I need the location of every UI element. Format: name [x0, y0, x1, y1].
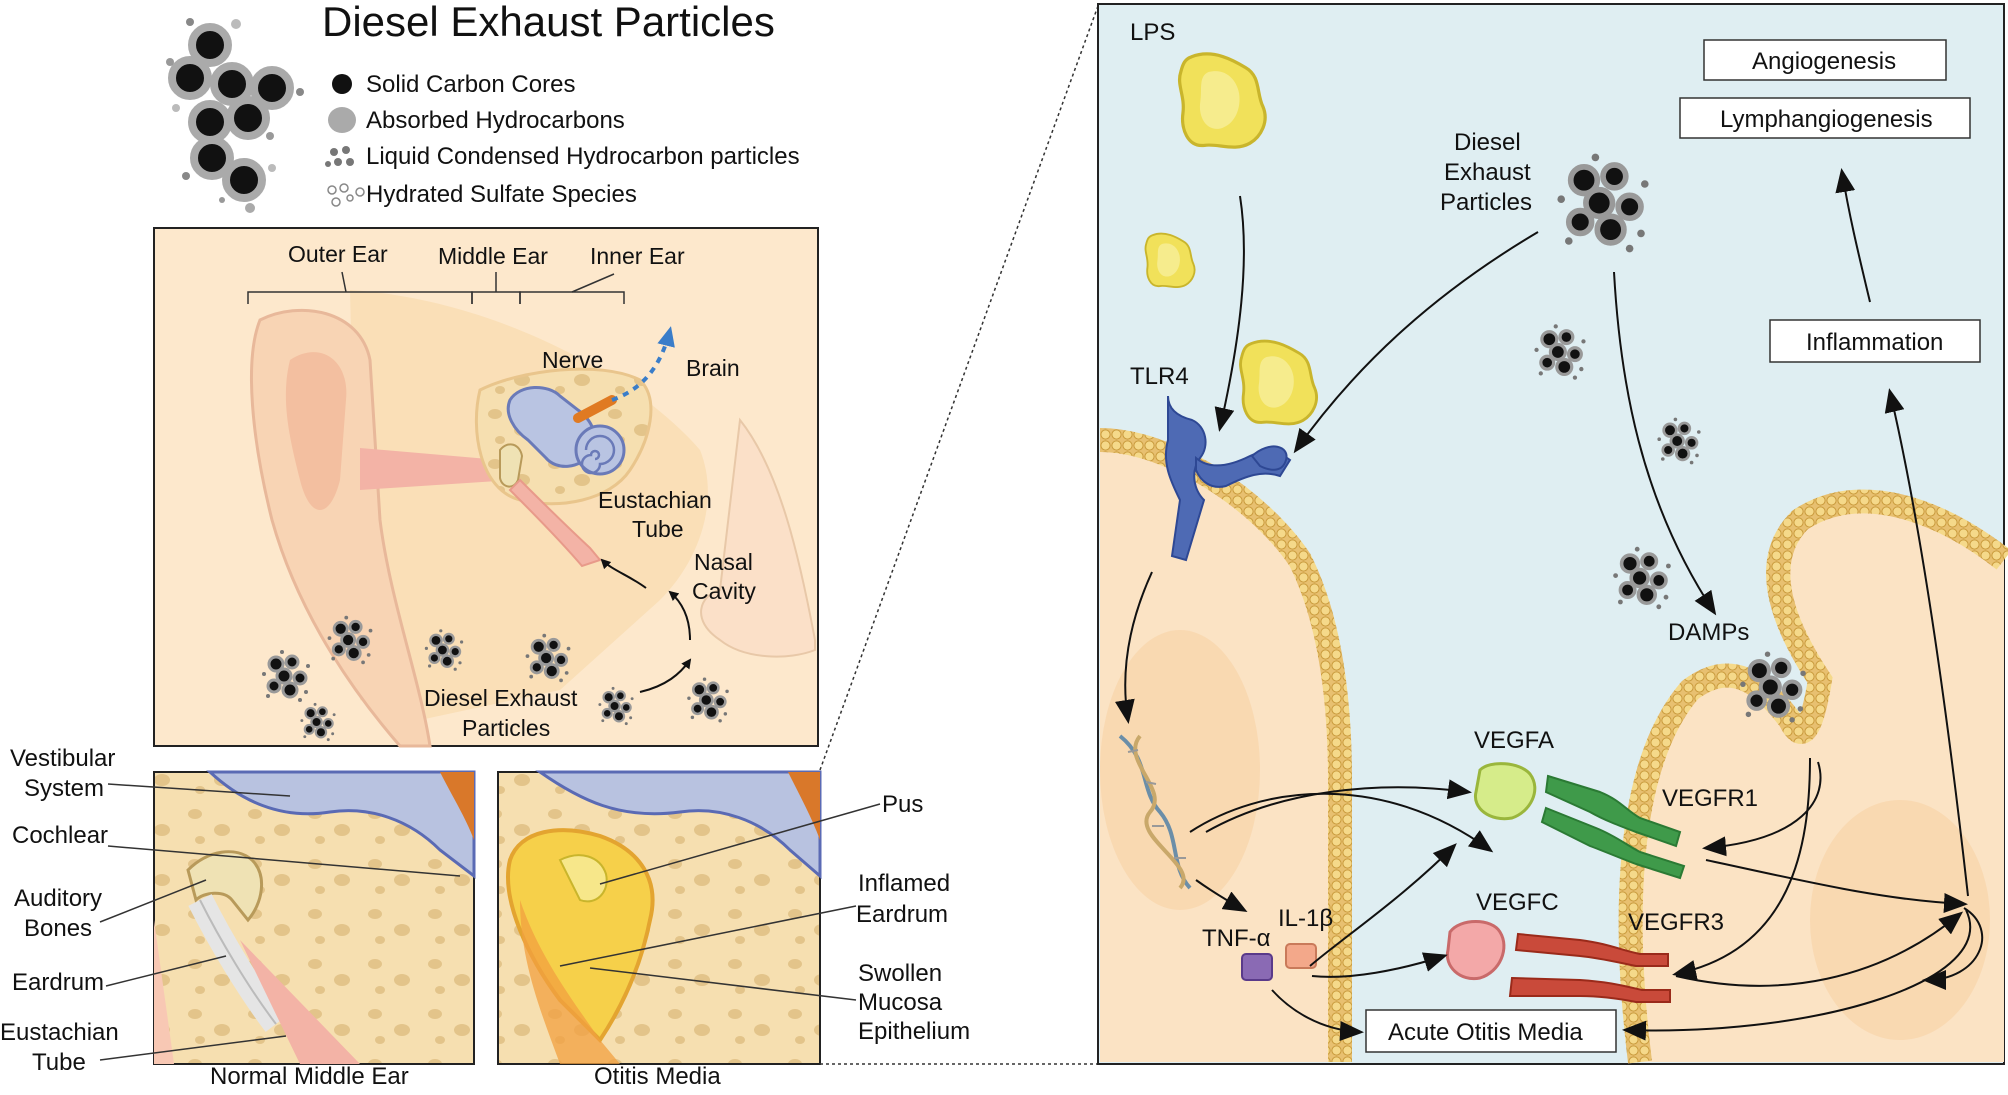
angiogenesis-box — [1703, 39, 1947, 81]
legend-title: Diesel Exhaust Particles — [322, 0, 775, 45]
lps-label: LPS — [1130, 19, 1175, 46]
liquid-particle-icon — [325, 146, 354, 167]
otitis-media-panel — [497, 770, 881, 1065]
sulfate-icon — [327, 183, 365, 207]
nerve-label: Nerve — [542, 347, 603, 373]
swollen-label-3: Epithelium — [858, 1018, 970, 1045]
auditory-label-2: Bones — [24, 915, 92, 942]
pathway-arrows — [1114, 168, 1983, 1041]
dep-mech-label-2: Exhaust — [1444, 159, 1531, 186]
eardrum-label: Eardrum — [12, 969, 104, 996]
legend-item-solid-carbon: Solid Carbon Cores — [366, 71, 575, 98]
vegfr1-receptor — [1540, 774, 1686, 880]
il1b-icon — [1285, 943, 1317, 969]
legend-item-absorbed: Absorbed Hydrocarbons — [366, 107, 625, 134]
angiogenesis-label: Angiogenesis — [1752, 48, 1896, 75]
tlr4-receptor — [1164, 395, 1292, 562]
inflammation-box — [1769, 319, 1981, 363]
eustachian-tube-label-1: Eustachian — [0, 1019, 119, 1046]
particle-arrow-3 — [600, 558, 647, 589]
inflamed-label-2: Eardrum — [856, 901, 948, 928]
dep-label-1: Diesel Exhaust — [424, 685, 578, 711]
region-brackets — [247, 271, 625, 304]
tnf-alpha-icon — [1241, 953, 1273, 981]
vegfa-molecule — [1474, 762, 1537, 821]
vegfr3-label: VEGFR3 — [1628, 909, 1724, 936]
vegfr3-receptor — [1508, 932, 1671, 1003]
legend-item-sulfate: Hydrated Sulfate Species — [366, 181, 637, 208]
cochlear-label: Cochlear — [12, 822, 108, 849]
vestibular-label-2: System — [24, 775, 104, 802]
mechanism-panel: LPS TLR4 Diesel Exhaust Particles DAMPs — [1097, 3, 2008, 1065]
vegfc-label: VEGFC — [1476, 889, 1559, 916]
vestibular-label-1: Vestibular — [10, 745, 115, 772]
outer-ear-label: Outer Ear — [288, 241, 388, 267]
nasal-label-1: Nasal — [694, 549, 753, 575]
inflammation-label: Inflammation — [1806, 329, 1943, 356]
dep-legend: Diesel Exhaust Particles Solid Carbon Co… — [166, 0, 800, 213]
vegfr1-label: VEGFR1 — [1662, 785, 1758, 812]
auditory-label-1: Auditory — [14, 885, 102, 912]
aom-label: Acute Otitis Media — [1388, 1019, 1583, 1046]
zoom-line-top — [819, 5, 1099, 771]
dep-label-2: Particles — [462, 715, 550, 741]
swollen-label-1: Swollen — [858, 960, 942, 987]
eustachian-label-2: Tube — [632, 516, 684, 542]
inflamed-label-1: Inflamed — [858, 870, 950, 897]
nasal-label-2: Cavity — [692, 578, 756, 604]
tnf-alpha-label: TNF-α — [1202, 925, 1271, 952]
normal-caption: Normal Middle Ear — [210, 1063, 409, 1090]
dep-cluster-icon — [166, 18, 304, 213]
pus-label: Pus — [882, 791, 923, 818]
eustachian-label-1: Eustachian — [598, 487, 712, 513]
inner-ear-cochlea-icon — [506, 386, 626, 476]
dep-mech-label-3: Particles — [1440, 189, 1532, 216]
aom-box — [1365, 1009, 1617, 1053]
dep-mech-label-1: Diesel — [1454, 129, 1521, 156]
solid-core-icon — [332, 74, 352, 94]
middle-ear-label: Middle Ear — [438, 243, 548, 269]
lymphangiogenesis-label: Lymphangiogenesis — [1720, 106, 1933, 133]
lymphangiogenesis-box — [1679, 97, 1971, 139]
vegfc-molecule — [1445, 920, 1506, 981]
nerve-shape — [573, 395, 617, 423]
ear-anatomy-panel: Outer Ear Middle Ear Inner Ear Nerve Bra… — [153, 227, 819, 748]
legend-item-liquid: Liquid Condensed Hydrocarbon particles — [366, 143, 800, 170]
inner-ear-label: Inner Ear — [590, 243, 685, 269]
otitis-caption: Otitis Media — [594, 1063, 721, 1090]
vegfa-label: VEGFA — [1474, 727, 1554, 754]
particle-arrow-2 — [668, 590, 691, 641]
normal-middle-ear-panel — [99, 770, 476, 1065]
damps-label: DAMPs — [1668, 619, 1749, 646]
swollen-label-2: Mucosa — [858, 989, 943, 1016]
il1b-label: IL-1β — [1278, 905, 1333, 932]
absorbed-hydrocarbon-icon — [328, 107, 356, 133]
dna-helix-icon — [1118, 734, 1192, 890]
eustachian-tube-label-2: Tube — [32, 1049, 86, 1076]
particle-arrow-1 — [639, 658, 692, 693]
tlr4-label: TLR4 — [1130, 363, 1189, 390]
brain-label: Brain — [686, 355, 740, 381]
